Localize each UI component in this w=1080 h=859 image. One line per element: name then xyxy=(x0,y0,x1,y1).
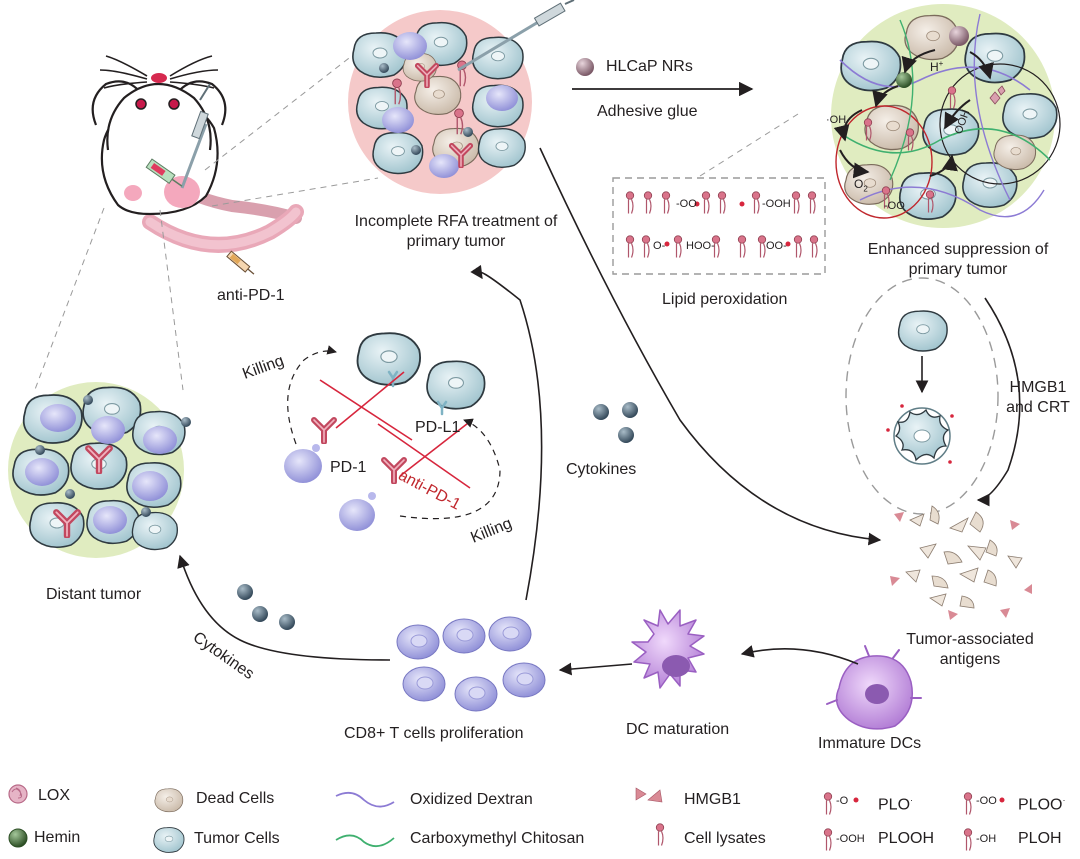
checkpoint-panel xyxy=(284,332,501,531)
ploo-icon: -OO xyxy=(963,792,1005,816)
legend-ploo: PLOO· xyxy=(1018,795,1066,814)
arrow-to-dc xyxy=(740,645,859,665)
label-lipid-ooh: -OOH xyxy=(762,198,791,210)
label-hmgb1-crt: HMGB1 and CRT xyxy=(1006,379,1070,416)
arrow-to-rfa xyxy=(470,264,543,601)
svg-text:-OH: -OH xyxy=(976,833,996,845)
lipid-hoo-text: HOO xyxy=(686,240,712,252)
label-pdl1: PD-L1 xyxy=(415,419,461,436)
distant-tumor xyxy=(8,382,191,558)
label-hlcap: HLCaP NRs xyxy=(606,58,693,75)
oo-text: OO xyxy=(887,200,905,212)
label-lipid: Lipid peroxidation xyxy=(662,291,788,308)
label-lipid-hoo: HOO- xyxy=(686,240,715,252)
hemin-icon xyxy=(8,828,28,848)
immature-dc xyxy=(826,645,922,730)
label-lipid-oo-b: OO- xyxy=(766,240,787,252)
label-rfa: Incomplete RFA treatment of primary tumo… xyxy=(354,213,558,250)
oh-text: OH xyxy=(829,114,847,126)
svg-text:-OOH: -OOH xyxy=(836,833,865,845)
cytokines-left xyxy=(237,584,295,630)
mouse xyxy=(91,55,304,275)
hmgb1-icon xyxy=(635,787,663,803)
o2-text: O xyxy=(854,177,864,191)
label-pd1: PD-1 xyxy=(330,459,367,476)
rfa-tumor xyxy=(348,0,575,194)
svg-text:-O: -O xyxy=(836,795,849,807)
arrow-to-antigens xyxy=(539,147,882,546)
lipid-ooh-text: OOH xyxy=(765,198,791,210)
label-dc-maturation: DC maturation xyxy=(626,721,730,738)
legend-ploh: PLOH xyxy=(1018,830,1062,847)
label-immature: Immature DCs xyxy=(818,735,922,752)
label-adhesive: Adhesive glue xyxy=(597,103,698,120)
legend-tumor-cells: Tumor Cells xyxy=(194,830,280,847)
label-oo: -OO xyxy=(884,200,905,212)
legend-cell-lysates: Cell lysates xyxy=(684,830,766,847)
label-anti-pd1-mouse: anti-PD-1 xyxy=(217,287,285,304)
arrow-to-distant xyxy=(177,554,391,661)
enhanced-tumor xyxy=(831,4,1061,228)
legend-plooh: PLOOH xyxy=(878,830,935,847)
lox-icon xyxy=(8,784,28,804)
legend-hmgb1: HMGB1 xyxy=(684,791,741,808)
dead-cell-icon xyxy=(154,788,184,813)
plo-icon: -O xyxy=(823,792,859,816)
arrow-to-tcells xyxy=(558,662,633,676)
cytokines-center xyxy=(593,402,638,443)
oxidized-dextran-icon xyxy=(335,791,395,808)
label-cytokines-center: Cytokines xyxy=(566,461,637,478)
legend-lox: LOX xyxy=(38,787,71,804)
mature-dc xyxy=(631,609,705,689)
hmgb1-fragments xyxy=(890,512,1032,620)
h-plus-text: H xyxy=(930,60,939,74)
tumor-cell-icon xyxy=(153,827,185,853)
lipid-oo-a-text: OO xyxy=(679,198,697,210)
legend-plo-text: PLO xyxy=(878,796,911,814)
lipid-box xyxy=(612,177,826,275)
lipid-oo-b-text: OO xyxy=(766,240,784,252)
legend-icons: -O -OOH -OO -OH xyxy=(8,784,1005,853)
hlcap-nr-icon xyxy=(576,58,594,76)
legend-dead-cells: Dead Cells xyxy=(196,790,275,807)
label-cd8: CD8+ T cells proliferation xyxy=(344,725,524,742)
label-taa: Tumor-associated antigens xyxy=(906,631,1034,668)
svg-text:-OO: -OO xyxy=(976,795,997,807)
antigen-fragments xyxy=(905,505,1023,609)
legend-carboxymethyl-chitosan: Carboxymethyl Chitosan xyxy=(410,830,585,847)
lipid-o-text: O xyxy=(653,240,662,252)
label-lipid-oo-a: -OO xyxy=(676,198,697,210)
legend-ploo-text: PLOO xyxy=(1018,796,1063,814)
plooh-icon: -OOH xyxy=(823,828,865,852)
legend-oxidized-dextran: Oxidized Dextran xyxy=(410,791,533,808)
label-o2: O2 xyxy=(854,177,868,194)
legend-plo: PLO· xyxy=(878,795,914,814)
ploh-icon: -OH xyxy=(963,828,996,852)
carboxymethyl-chitosan-icon xyxy=(335,834,395,848)
label-enhanced: Enhanced suppression of primary tumor xyxy=(867,241,1049,278)
legend-hemin: Hemin xyxy=(34,829,81,846)
label-oh: ·OH xyxy=(826,114,847,126)
zoom-lines xyxy=(33,47,799,393)
label-lipid-o: O- xyxy=(653,240,666,252)
cell-lysate-icon xyxy=(655,823,665,847)
icd-panel xyxy=(845,277,1021,515)
label-distant: Distant tumor xyxy=(46,586,142,603)
cd8-t-cells xyxy=(396,616,546,712)
label-h-plus: H+ xyxy=(930,59,944,74)
